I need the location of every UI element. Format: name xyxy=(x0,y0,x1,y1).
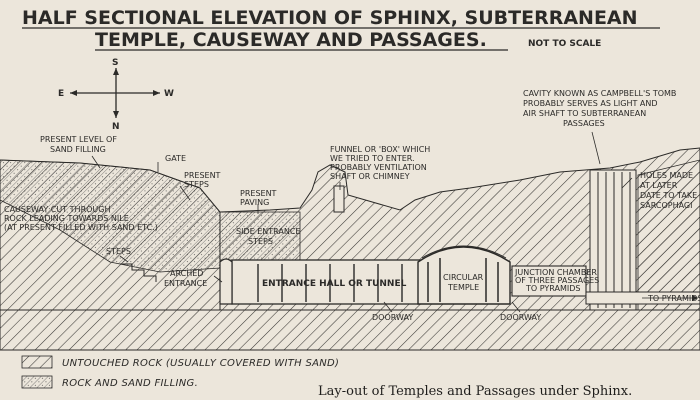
side-entrance-filling xyxy=(219,211,301,261)
figure-caption: Lay-out of Temples and Passages under Sp… xyxy=(318,384,632,399)
doorway-1-leader xyxy=(383,301,393,313)
side-entrance-line-1: SIDE ENTRANCE xyxy=(236,227,300,236)
causeway-steps xyxy=(120,263,157,282)
title-line-1: HALF SECTIONAL ELEVATION OF SPHINX, SUBT… xyxy=(22,7,638,29)
campbells-tomb-shaft xyxy=(589,169,637,311)
holes-line-4: SARCOPHAGI xyxy=(640,201,692,210)
compass-west: W xyxy=(164,89,174,99)
funnel-line-4: SHAFT OR CHIMNEY xyxy=(330,172,410,181)
side-entrance-line-2: STEPS xyxy=(248,237,273,246)
label-arched-entrance: ARCHED ENTRANCE xyxy=(164,269,207,288)
legend-rock-sand-label: ROCK AND SAND FILLING. xyxy=(62,378,198,389)
arched-entrance-opening xyxy=(219,258,233,305)
steps-leader xyxy=(119,255,129,263)
label-entrance-hall: ENTRANCE HALL OR TUNNEL xyxy=(262,279,407,289)
sand-level-line-2: SAND FILLING xyxy=(50,145,106,154)
label-campbell: CAVITY KNOWN AS CAMPBELL'S TOMB PROBABLY… xyxy=(523,89,676,128)
label-present-steps: PRESENT STEPS xyxy=(184,171,221,189)
campbell-line-3: AIR SHAFT TO SUBTERRANEAN xyxy=(523,109,646,118)
arched-entrance-line-2: ENTRANCE xyxy=(164,279,207,288)
campbell-line-2: PROBABLY SERVES AS LIGHT AND xyxy=(523,99,658,108)
funnel-line-2: WE TRIED TO ENTER. xyxy=(330,154,415,163)
label-doorway-1: DOORWAY xyxy=(372,313,413,322)
label-funnel: FUNNEL OR 'BOX' WHICH WE TRIED TO ENTER.… xyxy=(330,145,430,181)
legend-untouched-rock-label: UNTOUCHED ROCK (USUALLY COVERED WITH SAN… xyxy=(62,358,339,369)
compass-north: N xyxy=(112,122,120,132)
legend: UNTOUCHED ROCK (USUALLY COVERED WITH SAN… xyxy=(21,355,339,389)
present-steps-line-1: PRESENT xyxy=(184,171,221,180)
sand-level-line-1: PRESENT LEVEL OF xyxy=(40,135,117,144)
sand-level-leader xyxy=(91,155,101,169)
funnel-box-shaft xyxy=(333,185,345,213)
funnel-line-3: PROBABLY VENTILATION xyxy=(330,163,427,172)
campbell-line-4: PASSAGES xyxy=(563,119,605,128)
scale-note: NOT TO SCALE xyxy=(528,39,601,49)
holes-line-1: HOLES MADE xyxy=(640,171,693,180)
label-causeway: CAUSEWAY CUT THROUGH ROCK LEADING TOWARD… xyxy=(4,205,158,232)
arched-entrance-line-1: ARCHED xyxy=(170,269,203,278)
junction-line-1: JUNCTION CHAMBER xyxy=(514,268,597,277)
label-present-paving: PRESENT PAVING xyxy=(240,189,277,207)
holes-line-3: DATE TO TAKE xyxy=(640,191,697,200)
junction-line-3: TO PYRAMIDS xyxy=(525,284,580,293)
label-side-entrance: SIDE ENTRANCE STEPS xyxy=(236,227,300,246)
label-circular-temple: CIRCULAR TEMPLE xyxy=(443,273,484,292)
holes-leader xyxy=(621,177,633,189)
legend-swatch-untouched-rock xyxy=(21,355,53,369)
label-to-pyramids: TO PYRAMIDS xyxy=(647,294,700,303)
label-sand-level: PRESENT LEVEL OF SAND FILLING xyxy=(40,135,117,154)
right-rock-mass xyxy=(637,159,700,311)
label-holes: HOLES MADE AT LATER DATE TO TAKE SARCOPH… xyxy=(640,171,697,210)
present-steps-leader xyxy=(179,185,191,201)
arched-entrance-leader xyxy=(213,275,223,283)
causeway-line-2: ROCK LEADING TOWARDS NILE xyxy=(4,214,129,223)
circular-temple-line-1: CIRCULAR xyxy=(443,273,484,282)
present-paving-line-2: PAVING xyxy=(240,198,269,207)
title-line-2: TEMPLE, CAUSEWAY AND PASSAGES. xyxy=(95,29,487,51)
circular-temple-line-2: TEMPLE xyxy=(447,283,479,292)
label-gate: GATE xyxy=(165,154,186,163)
base-rock-stratum xyxy=(0,309,700,351)
campbell-line-1: CAVITY KNOWN AS CAMPBELL'S TOMB xyxy=(523,89,676,98)
junction-line-2: OF THREE PASSAGES xyxy=(515,276,599,285)
label-steps: STEPS xyxy=(106,247,131,256)
causeway-line-1: CAUSEWAY CUT THROUGH xyxy=(4,205,111,214)
label-junction: JUNCTION CHAMBER OF THREE PASSAGES TO PY… xyxy=(514,268,599,293)
label-doorway-2: DOORWAY xyxy=(500,313,541,322)
junction-chamber xyxy=(511,265,587,297)
campbell-leader xyxy=(591,131,601,165)
temple-dome-rib xyxy=(421,245,507,259)
compass-rose: S N E W xyxy=(58,58,174,132)
causeway-line-3: (AT PRESENT FILLED WITH SAND ETC.) xyxy=(4,223,158,232)
legend-swatch-rock-sand xyxy=(21,375,53,389)
present-steps-line-2: STEPS xyxy=(184,180,209,189)
holes-line-2: AT LATER xyxy=(640,181,678,190)
compass-east: E xyxy=(58,89,64,99)
present-paving-line-1: PRESENT xyxy=(240,189,277,198)
compass-south: S xyxy=(112,58,118,68)
funnel-line-1: FUNNEL OR 'BOX' WHICH xyxy=(330,145,430,154)
doorway-2-leader xyxy=(511,301,521,313)
circular-temple-chamber xyxy=(417,246,511,305)
